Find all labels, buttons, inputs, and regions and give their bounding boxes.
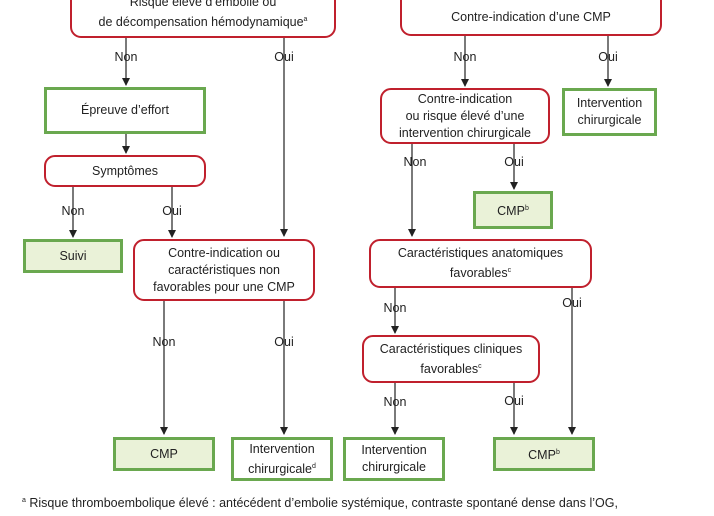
label-oui-7: Oui [504,394,524,408]
decision-cliniques: Caractéristiques cliniques favorablesc [362,335,540,383]
label-oui-4: Oui [504,155,524,169]
node-intervention-bottom-2: Intervention chirurgicaled [231,437,333,481]
label-non-2: Non [453,50,477,64]
node-cmp-right-text: CMP [497,204,525,218]
label-oui-3: Oui [162,204,182,218]
label-non-1: Non [114,50,138,64]
label-oui-1: Oui [274,50,294,64]
node-cmp-bottom-right: CMPb [493,437,595,471]
decision-ci-cmp-line2: caractéristiques non [168,262,280,277]
decision-anat-line2: favorables [449,266,508,280]
node-intervention-bottom-3: Intervention chirurgicale [343,437,445,481]
node-intervention-rt-line1: Intervention [576,96,643,110]
node-cmp-bottom-left: CMP [113,437,215,471]
node-epreuve-effort: Épreuve d’effort [44,87,206,134]
label-non-5: Non [383,301,407,315]
node-interv-b2-line1: Intervention [249,441,315,456]
decision-clin-line2: favorables [420,361,479,376]
decision-ci-cmp-top-text: Contre-indication d’une CMP [451,9,611,24]
node-cmp-bottom-right-text: CMP [528,448,556,462]
footnote-marker-a: a [303,15,308,23]
node-epreuve-effort-text: Épreuve d’effort [80,103,170,117]
node-intervention-rt-line2: chirurgicale [577,113,642,127]
decision-embolie-risk: Risque élevé d’embolie ou de décompensat… [70,0,336,38]
node-interv-b3-line1: Intervention [361,443,427,457]
decision-anatomiques: Caractéristiques anatomiques favorablesc [369,239,592,288]
decision-ci-chir-line1: Contre-indication [417,91,513,106]
label-non-6: Non [152,335,176,349]
label-non-7: Non [383,395,407,409]
node-interv-b3-line2: chirurgicale [362,460,426,474]
footnote-marker-c2: c [478,362,482,370]
label-non-4: Non [403,155,427,169]
node-cmp-bottom-left-text: CMP [150,446,178,461]
decision-ci-chirurgie: Contre-indication ou risque élevé d’une … [380,88,550,144]
label-non-3: Non [61,204,85,218]
label-oui-6: Oui [274,335,294,349]
footnote-a-text: Risque thromboembolique élevé : antécéde… [25,496,618,510]
decision-ci-cmp-line3: favorables pour une CMP [153,279,295,294]
node-intervention-right-top: Intervention chirurgicale [562,88,657,136]
decision-anat-line1: Caractéristiques anatomiques [397,246,564,260]
footnote-a: a Risque thromboembolique élevé : antécé… [22,496,618,510]
decision-ci-chir-line2: ou risque élevé d’une [405,108,525,123]
node-cmp-right: CMPb [473,191,553,229]
footnote-marker-b2: b [555,449,560,456]
decision-symptomes: Symptômes [44,155,206,187]
footnote-a-marker: a [22,497,26,504]
node-suivi: Suivi [23,239,123,273]
decision-clin-line1: Caractéristiques cliniques [379,341,523,356]
decision-symptomes-text: Symptômes [92,163,158,178]
label-oui-5: Oui [562,296,582,310]
footnote-marker-c: c [507,267,512,274]
node-suivi-text: Suivi [59,248,87,263]
decision-embolie-line2: de décompensation hémodynamique [98,14,304,29]
decision-ci-caracteristiques-cmp: Contre-indication ou caractéristiques no… [133,239,315,301]
footnote-marker-b: b [524,205,529,212]
label-oui-2: Oui [598,50,618,64]
decision-embolie-line1: Risque élevé d’embolie ou [129,0,277,9]
node-interv-b2-line2: chirurgicale [248,461,312,476]
decision-ci-cmp-top: Contre-indication d’une CMP [400,0,662,36]
decision-ci-cmp-line1: Contre-indication ou [168,245,280,260]
decision-ci-chir-line3: intervention chirurgicale [398,125,531,140]
footnote-marker-d: d [312,462,316,470]
